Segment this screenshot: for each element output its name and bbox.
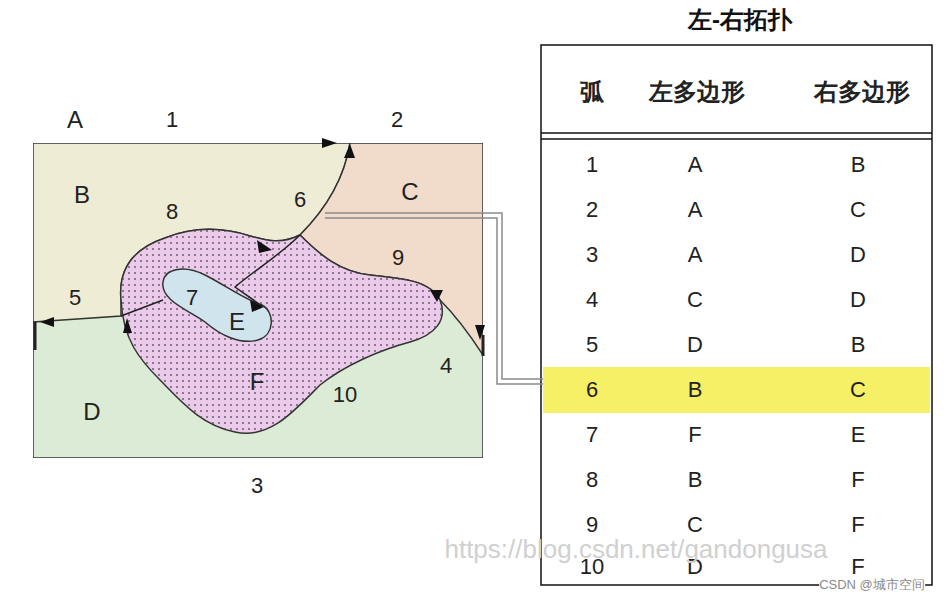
table-cell: B — [851, 153, 866, 177]
table-cell: 5 — [586, 333, 598, 357]
arc-line — [121, 300, 163, 316]
table-header: 右多边形 — [814, 79, 910, 105]
table-cell: C — [687, 288, 703, 312]
arrowhead — [344, 144, 355, 158]
table-header: 左多边形 — [649, 79, 745, 105]
table-cell: D — [850, 243, 866, 267]
table-title: 左-右拓扑 — [688, 7, 792, 33]
table-cell: 7 — [586, 423, 598, 447]
header-rule — [541, 138, 932, 140]
watermark: https://blog.csdn.net/gandongusa — [444, 535, 827, 564]
table-cell: F — [851, 513, 864, 537]
table-cell: 2 — [586, 198, 598, 222]
table-cell: B — [688, 378, 703, 402]
arrowhead — [475, 325, 485, 340]
map-label: 3 — [251, 474, 263, 498]
table-cell: F — [851, 555, 864, 579]
arc-tick — [34, 322, 37, 350]
map-label: 2 — [391, 108, 403, 132]
table-border — [541, 45, 932, 585]
map-label: 6 — [294, 188, 306, 212]
header-rule — [541, 132, 932, 134]
map-label: 8 — [166, 200, 178, 224]
table-cell: C — [687, 513, 703, 537]
map-label: 1 — [166, 108, 178, 132]
arrowhead — [257, 240, 272, 253]
table-cell: A — [688, 198, 703, 222]
polygon-letter: E — [229, 309, 245, 335]
polygon-letter: C — [401, 179, 418, 205]
arc-line — [235, 235, 300, 306]
arrowhead — [250, 300, 264, 312]
map-label: 10 — [333, 383, 357, 407]
callout-line — [325, 213, 543, 384]
polygon-letter: F — [250, 369, 265, 395]
table-cell: F — [851, 468, 864, 492]
table-cell: A — [688, 243, 703, 267]
polygon-letter: B — [74, 182, 90, 208]
row-highlight — [543, 367, 930, 413]
table-cell: 3 — [586, 243, 598, 267]
map-label: 5 — [69, 286, 81, 310]
table-cell: 4 — [586, 288, 598, 312]
table-cell: 8 — [586, 468, 598, 492]
table-cell: F — [688, 423, 701, 447]
table-header: 弧 — [580, 79, 604, 105]
table-cell: C — [850, 378, 866, 402]
table-cell: B — [851, 333, 866, 357]
table-cell: E — [851, 423, 866, 447]
arrowhead — [123, 318, 132, 333]
map-label: A — [67, 107, 83, 133]
table-cell: 6 — [586, 378, 598, 402]
polygon-letter: D — [83, 399, 100, 425]
arrowhead — [430, 290, 443, 302]
table-cell: 9 — [586, 513, 598, 537]
watermark: CSDN @城市空间 — [819, 578, 925, 592]
arc-tick — [482, 335, 485, 356]
table-cell: C — [850, 198, 866, 222]
arrowhead — [322, 138, 337, 148]
table-cell: D — [687, 333, 703, 357]
table-cell: D — [850, 288, 866, 312]
map-label: 7 — [186, 286, 198, 310]
map-label: 9 — [392, 246, 404, 270]
table-cell: A — [688, 153, 703, 177]
table-cell: 1 — [586, 153, 598, 177]
table-cell: B — [688, 468, 703, 492]
map-label: 4 — [440, 354, 452, 378]
arrowhead — [40, 317, 54, 327]
